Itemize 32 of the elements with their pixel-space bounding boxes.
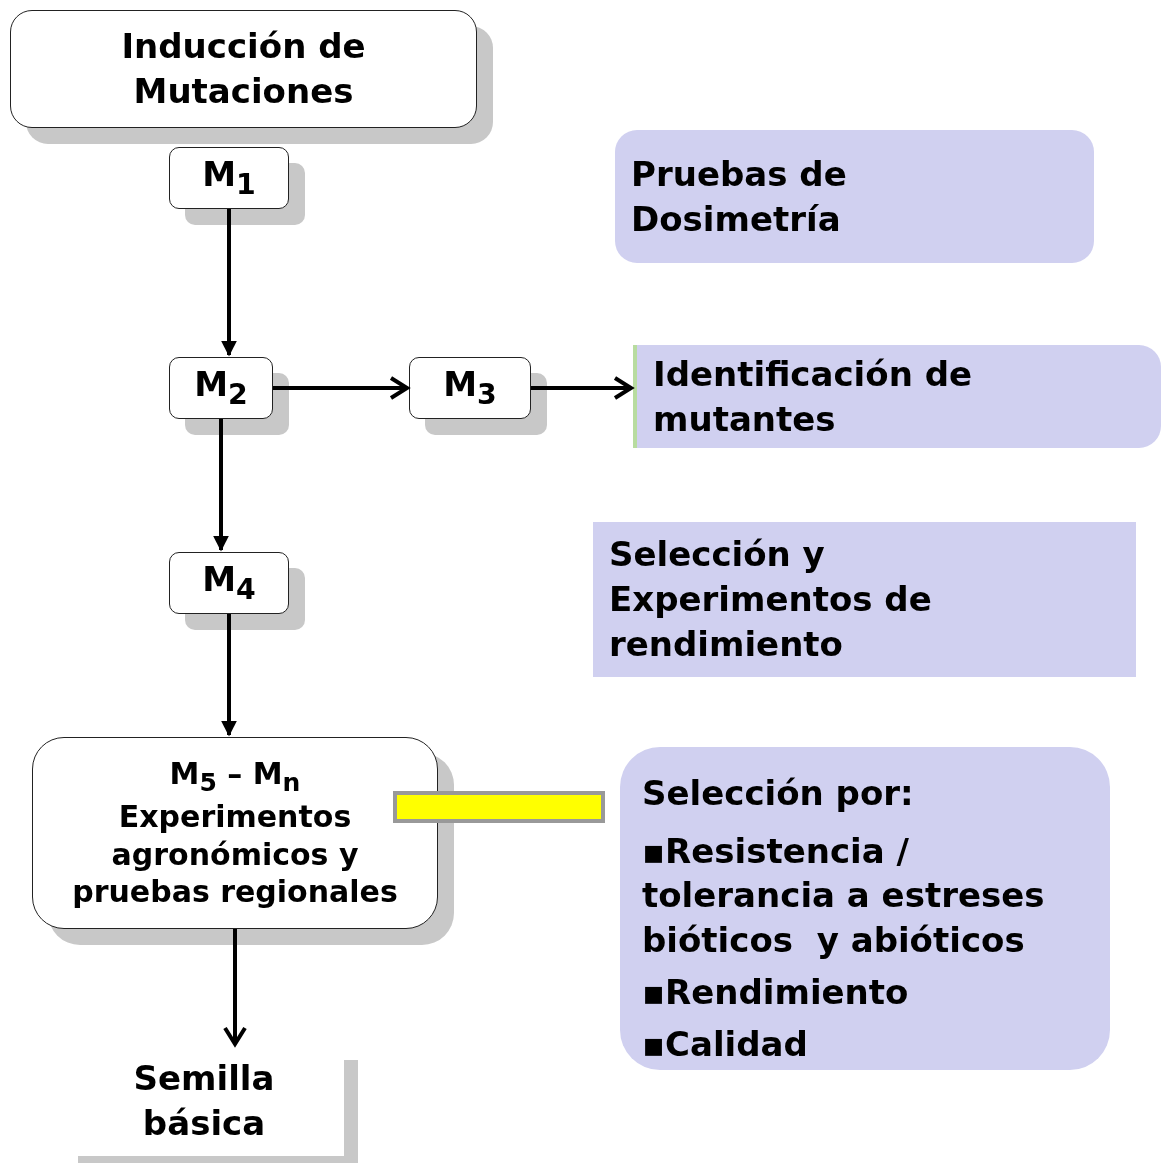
process-box [409, 357, 531, 419]
node-label: Experimentos agronómicos y pruebas regionales [71, 798, 399, 911]
node-label: Selección y Experimentos de rendimiento [609, 533, 933, 666]
note-box [633, 345, 1161, 448]
list-item: ▪Rendimiento [642, 970, 910, 1014]
process-box [169, 357, 273, 419]
heading: Selección por: [642, 772, 915, 815]
node-label: M$_{2}$ [193, 363, 249, 414]
note-box [620, 747, 1110, 1070]
node-label: M$_{1}$ [201, 153, 257, 204]
node-label: Inducción de Mutaciones [120, 25, 367, 113]
arrow [213, 419, 229, 552]
arrow [531, 376, 633, 400]
note-box [615, 130, 1094, 263]
highlight-bar [393, 791, 605, 823]
node-label: M$_{4}$ [201, 558, 257, 609]
arrow [273, 376, 409, 400]
note-box [593, 522, 1136, 677]
arrow [221, 209, 237, 357]
list-item: ▪Resistencia / tolerancia a estreses bióticos y abióticos [642, 830, 1046, 962]
process-box [169, 147, 289, 209]
node-label: Pruebas de Dosimetría [631, 152, 848, 241]
node-label: Identificación de mutantes [653, 352, 974, 441]
node-label: Semilla básica [132, 1057, 276, 1145]
arrow [221, 614, 237, 737]
process-box [10, 10, 477, 128]
process-box [32, 737, 438, 929]
node-label: M$_{3}$ [442, 363, 498, 414]
list-item: ▪Calidad [642, 1022, 809, 1066]
process-box [169, 552, 289, 614]
node-label: M$_{5}$ – M$_{n}$ [168, 755, 302, 799]
arrow [223, 929, 247, 1046]
